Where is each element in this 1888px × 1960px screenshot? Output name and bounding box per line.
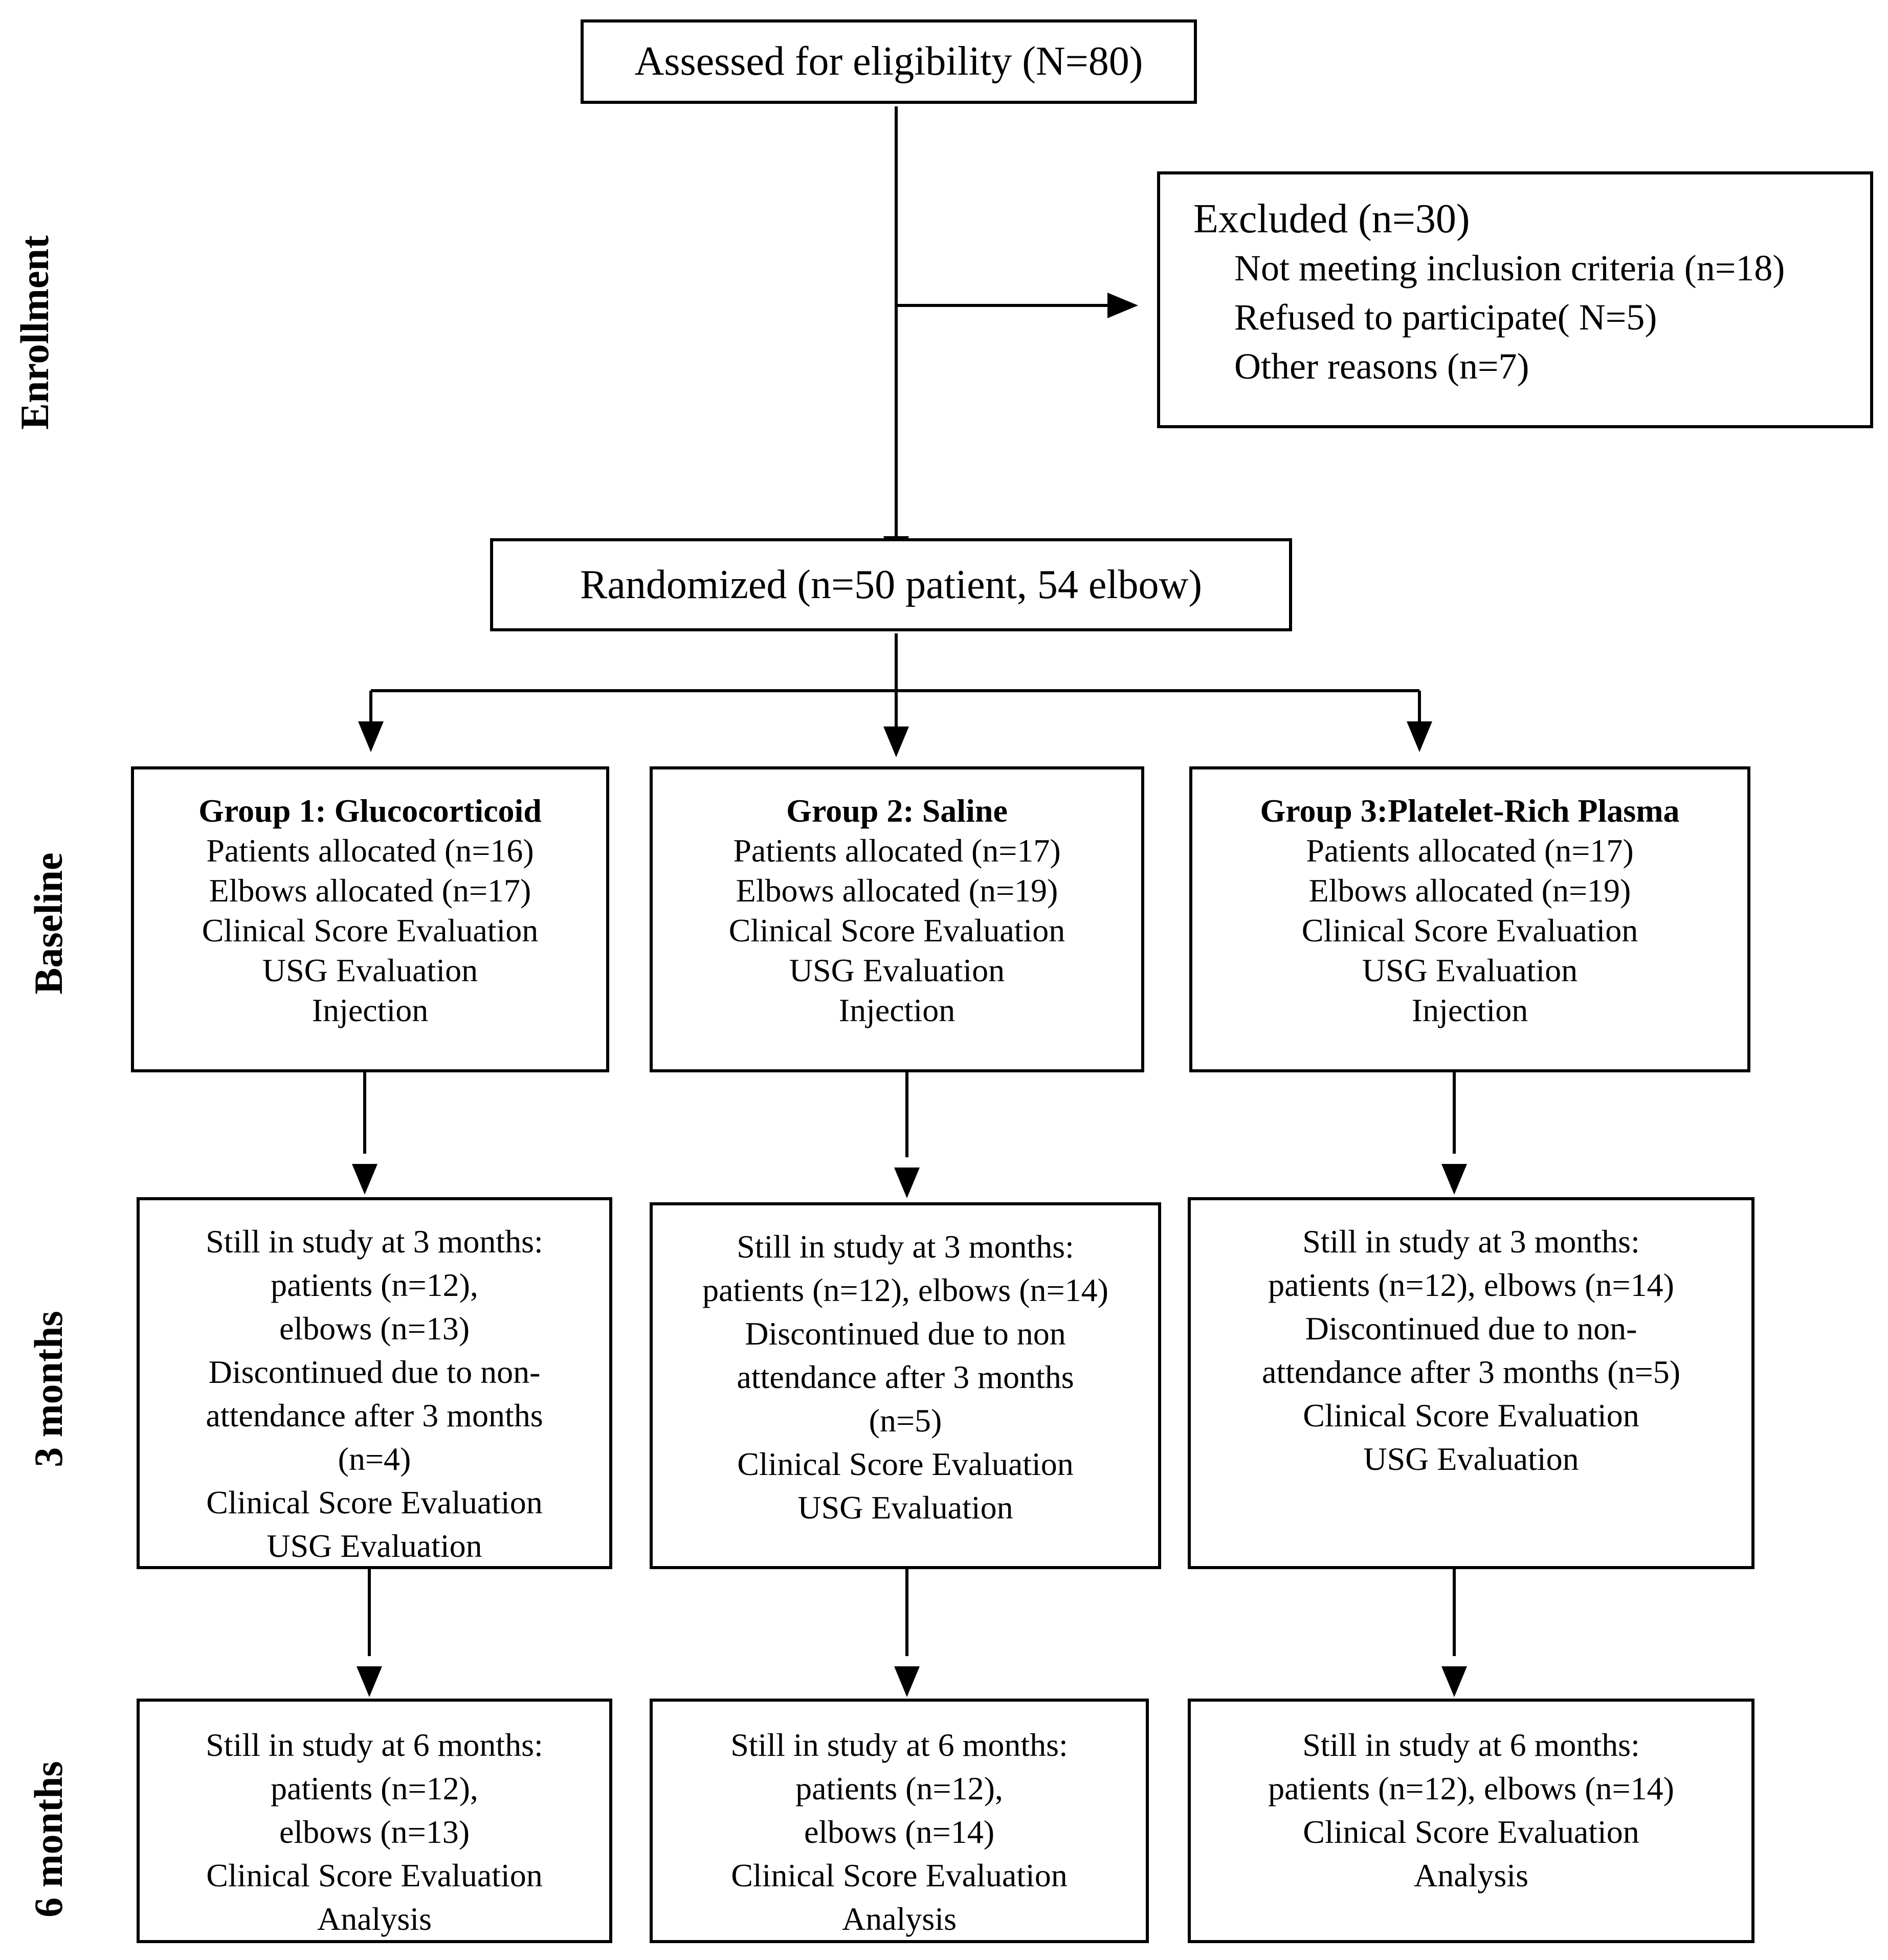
assessed-box: Assessed for eligibility (N=80) — [581, 19, 1197, 104]
baseline-group-2-box: Group 2: Saline Patients allocated (n=17… — [650, 766, 1144, 1072]
three-months-line: elbows (n=13) — [279, 1310, 470, 1347]
six-months-line: Clinical Score Evaluation — [206, 1857, 543, 1893]
baseline-line: Injection — [312, 992, 429, 1028]
randomized-text: Randomized (n=50 patient, 54 elbow) — [580, 562, 1202, 607]
excluded-box: Excluded (n=30) Not meeting inclusion cr… — [1157, 171, 1873, 428]
three-months-line: Still in study at 3 months: — [206, 1223, 543, 1260]
six-months-line: Still in study at 6 months: — [206, 1727, 543, 1763]
three-months-line: Still in study at 3 months: — [1302, 1223, 1640, 1260]
baseline-line: Injection — [1411, 992, 1528, 1028]
three-months-line: Clinical Score Evaluation — [206, 1484, 543, 1521]
six-months-group-2-box: Still in study at 6 months: patients (n=… — [650, 1699, 1149, 1943]
three-months-line: Clinical Score Evaluation — [1303, 1397, 1639, 1434]
six-months-line: Still in study at 6 months: — [1302, 1727, 1640, 1763]
six-months-line: Clinical Score Evaluation — [1303, 1814, 1639, 1850]
group-2-title: Group 2: Saline — [786, 792, 1008, 829]
baseline-group-1-box: Group 1: Glucocorticoid Patients allocat… — [131, 766, 609, 1072]
group-3-title: Group 3:Platelet-Rich Plasma — [1260, 792, 1680, 829]
six-months-group-3-box: Still in study at 6 months: patients (n=… — [1188, 1699, 1754, 1943]
baseline-line: Patients allocated (n=17) — [733, 832, 1061, 869]
six-months-line: patients (n=12), — [271, 1770, 478, 1807]
baseline-line: Elbows allocated (n=19) — [1308, 872, 1631, 909]
three-months-line: patients (n=12), — [271, 1267, 478, 1303]
baseline-line: USG Evaluation — [1362, 952, 1578, 988]
excluded-reason: Other reasons (n=7) — [1234, 346, 1529, 387]
three-months-line: attendance after 3 months — [737, 1359, 1074, 1395]
phase-label-enrollment: Enrollment — [12, 235, 57, 430]
three-months-line: (n=4) — [338, 1441, 411, 1477]
baseline-line: Patients allocated (n=17) — [1306, 832, 1634, 869]
three-months-line: attendance after 3 months — [206, 1397, 543, 1434]
six-months-line: Analysis — [1414, 1857, 1528, 1893]
baseline-line: Injection — [838, 992, 956, 1028]
three-months-group-1-box: Still in study at 3 months: patients (n=… — [137, 1197, 612, 1569]
group-1-title: Group 1: Glucocorticoid — [198, 792, 542, 829]
baseline-line: Elbows allocated (n=17) — [209, 872, 531, 909]
six-months-group-1-box: Still in study at 6 months: patients (n=… — [137, 1699, 612, 1943]
three-months-line: USG Evaluation — [266, 1528, 482, 1564]
six-months-line: patients (n=12), — [795, 1770, 1003, 1807]
six-months-line: Analysis — [317, 1901, 432, 1937]
assessed-text: Assessed for eligibility (N=80) — [634, 39, 1143, 84]
six-months-line: Clinical Score Evaluation — [731, 1857, 1068, 1893]
baseline-line: Patients allocated (n=16) — [206, 832, 534, 869]
six-months-line: Still in study at 6 months: — [730, 1727, 1068, 1763]
baseline-line: Clinical Score Evaluation — [202, 912, 539, 949]
three-months-line: Still in study at 3 months: — [737, 1228, 1074, 1265]
three-months-line: Clinical Score Evaluation — [737, 1446, 1074, 1482]
phase-label-3-months: 3 months — [26, 1311, 71, 1467]
three-months-line: Discontinued due to non- — [208, 1354, 541, 1390]
phase-label-baseline: Baseline — [26, 852, 71, 995]
three-months-line: patients (n=12), elbows (n=14) — [702, 1272, 1108, 1308]
six-months-line: elbows (n=13) — [279, 1814, 470, 1850]
three-months-line: Discontinued due to non- — [1305, 1310, 1637, 1347]
three-months-line: Discontinued due to non — [745, 1315, 1066, 1352]
three-months-line: USG Evaluation — [1363, 1441, 1579, 1477]
baseline-line: Elbows allocated (n=19) — [736, 872, 1058, 909]
three-months-line: patients (n=12), elbows (n=14) — [1268, 1267, 1674, 1303]
six-months-line: elbows (n=14) — [804, 1814, 995, 1850]
phase-label-6-months: 6 months — [26, 1761, 71, 1918]
six-months-line: Analysis — [842, 1901, 957, 1937]
three-months-line: attendance after 3 months (n=5) — [1262, 1354, 1680, 1390]
three-months-line: (n=5) — [869, 1402, 942, 1439]
three-months-group-3-box: Still in study at 3 months: patients (n=… — [1188, 1197, 1754, 1569]
excluded-title: Excluded (n=30) — [1193, 196, 1470, 241]
excluded-reason: Refused to participate( N=5) — [1234, 297, 1657, 338]
baseline-line: Clinical Score Evaluation — [1301, 912, 1638, 949]
three-months-line: USG Evaluation — [797, 1489, 1013, 1526]
baseline-group-3-box: Group 3:Platelet-Rich Plasma Patients al… — [1189, 766, 1750, 1072]
six-months-line: patients (n=12), elbows (n=14) — [1268, 1770, 1674, 1807]
baseline-line: Clinical Score Evaluation — [728, 912, 1065, 949]
randomized-box: Randomized (n=50 patient, 54 elbow) — [490, 538, 1292, 631]
excluded-reason: Not meeting inclusion criteria (n=18) — [1234, 248, 1785, 289]
baseline-line: USG Evaluation — [789, 952, 1005, 988]
three-months-group-2-box: Still in study at 3 months: patients (n=… — [650, 1202, 1161, 1569]
baseline-line: USG Evaluation — [262, 952, 478, 988]
